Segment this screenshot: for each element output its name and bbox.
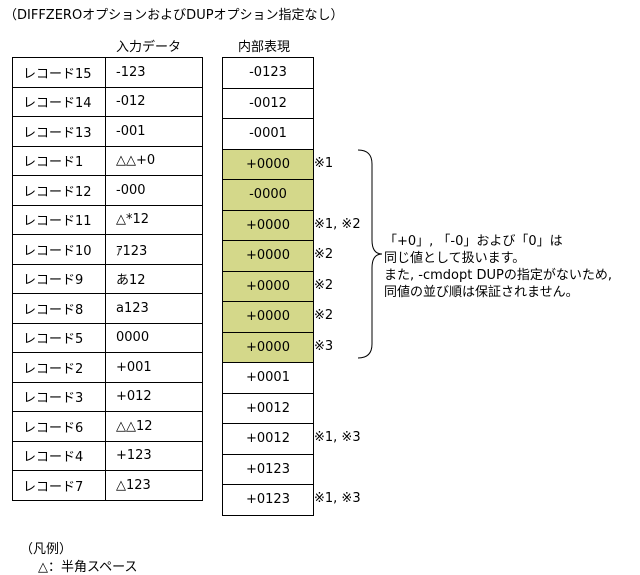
- record-name: レコード8: [12, 293, 106, 324]
- table-row: -0123: [222, 57, 314, 89]
- table-row: レコード11△*12: [12, 204, 203, 235]
- internal-value: -0001: [222, 118, 314, 150]
- legend-item: △：半角スペース: [38, 560, 138, 575]
- internal-value: +0123: [222, 453, 314, 485]
- table-row: +0000: [222, 209, 314, 241]
- table-row: レコード12-000: [12, 175, 203, 206]
- table-row: +0000: [222, 301, 314, 333]
- row-note: ※2: [314, 308, 334, 323]
- table-row: レコード13-001: [12, 116, 203, 147]
- record-name: レコード14: [12, 86, 106, 117]
- table-row: レコード15-123: [12, 57, 203, 88]
- internal-value: +0001: [222, 362, 314, 394]
- internal-value: +0000: [222, 270, 314, 302]
- input-value: △△+0: [105, 145, 203, 176]
- internal-value: +0000: [222, 240, 314, 272]
- record-name: レコード4: [12, 440, 106, 471]
- input-value: -000: [105, 175, 203, 206]
- table-row: レコード3+012: [12, 381, 203, 412]
- record-name: レコード13: [12, 116, 106, 147]
- record-name: レコード10: [12, 234, 106, 265]
- input-value: △123: [105, 470, 203, 501]
- input-value: 0000: [105, 322, 203, 353]
- row-note: ※1, ※3: [314, 491, 361, 506]
- record-name: レコード3: [12, 381, 106, 412]
- record-name: レコード2: [12, 352, 106, 383]
- record-name: レコード11: [12, 204, 106, 235]
- input-value: -012: [105, 86, 203, 117]
- internal-value: +0000: [222, 148, 314, 180]
- internal-value: +0012: [222, 423, 314, 455]
- row-note: ※2: [314, 277, 334, 293]
- table-row: +0012: [222, 392, 314, 424]
- input-value: +001: [105, 352, 203, 383]
- internal-value: +0000: [222, 209, 314, 241]
- internal-value: +0000: [222, 331, 314, 363]
- figure-title: （DIFFZEROオプションおよびDUPオプション指定なし）: [4, 8, 344, 23]
- input-value: -123: [105, 57, 203, 88]
- record-name: レコード7: [12, 470, 106, 501]
- table-row: +0000: [222, 270, 314, 302]
- record-name: レコード9: [12, 263, 106, 294]
- row-note: ※1, ※2: [314, 216, 361, 232]
- internal-table: -0123-0012-0001+0000-0000+0000+0000+0000…: [222, 57, 314, 516]
- table-row: レコード14-012: [12, 86, 203, 117]
- table-row: +0012: [222, 423, 314, 455]
- table-row: レコード1△△+0: [12, 145, 203, 176]
- row-note: ※1: [314, 155, 334, 171]
- internal-value: +0123: [222, 484, 314, 516]
- internal-value: +0012: [222, 392, 314, 424]
- input-value: +123: [105, 440, 203, 471]
- record-name: レコード12: [12, 175, 106, 206]
- table-row: レコード2+001: [12, 352, 203, 383]
- row-note: ※3: [314, 338, 334, 354]
- record-name: レコード15: [12, 57, 106, 88]
- table-row: レコード4+123: [12, 440, 203, 471]
- explanation-line: 同値の並び順は保証されません。: [384, 285, 579, 300]
- legend-title: （凡例）: [20, 542, 73, 557]
- table-row: +0001: [222, 362, 314, 394]
- header-input-data: 入力データ: [116, 40, 182, 55]
- table-row: +0123: [222, 453, 314, 485]
- explanation-text: 「+0」, 「-0」および「0」は 同じ値として扱います。 また, -cmdop…: [384, 233, 612, 301]
- table-row: +0000: [222, 148, 314, 180]
- table-row: -0012: [222, 87, 314, 119]
- table-row: -0001: [222, 118, 314, 150]
- curly-brace: [357, 149, 383, 359]
- row-note: ※2: [314, 247, 334, 262]
- input-value: ｱ123: [105, 234, 203, 265]
- internal-value: -0123: [222, 57, 314, 89]
- explanation-line: 「+0」, 「-0」および「0」は: [384, 234, 563, 249]
- internal-value: +0000: [222, 301, 314, 333]
- internal-value: -0012: [222, 87, 314, 119]
- input-value: +012: [105, 381, 203, 412]
- input-value: △△12: [105, 411, 203, 442]
- table-row: +0000: [222, 331, 314, 363]
- record-name: レコード6: [12, 411, 106, 442]
- table-row: レコード7△123: [12, 470, 203, 501]
- table-row: +0123: [222, 484, 314, 516]
- table-row: +0000: [222, 240, 314, 272]
- table-row: -0000: [222, 179, 314, 211]
- table-row: レコード6△△12: [12, 411, 203, 442]
- internal-value: -0000: [222, 179, 314, 211]
- explanation-line: また, -cmdopt DUPの指定がないため,: [384, 268, 612, 283]
- row-note: ※1, ※3: [314, 430, 361, 445]
- explanation-line: 同じ値として扱います。: [384, 251, 526, 266]
- header-internal-representation: 内部表現: [238, 40, 291, 55]
- input-value: a123: [105, 293, 203, 324]
- record-name: レコード5: [12, 322, 106, 353]
- input-value: -001: [105, 116, 203, 147]
- record-name: レコード1: [12, 145, 106, 176]
- input-value: あ12: [105, 263, 203, 294]
- input-value: △*12: [105, 204, 203, 235]
